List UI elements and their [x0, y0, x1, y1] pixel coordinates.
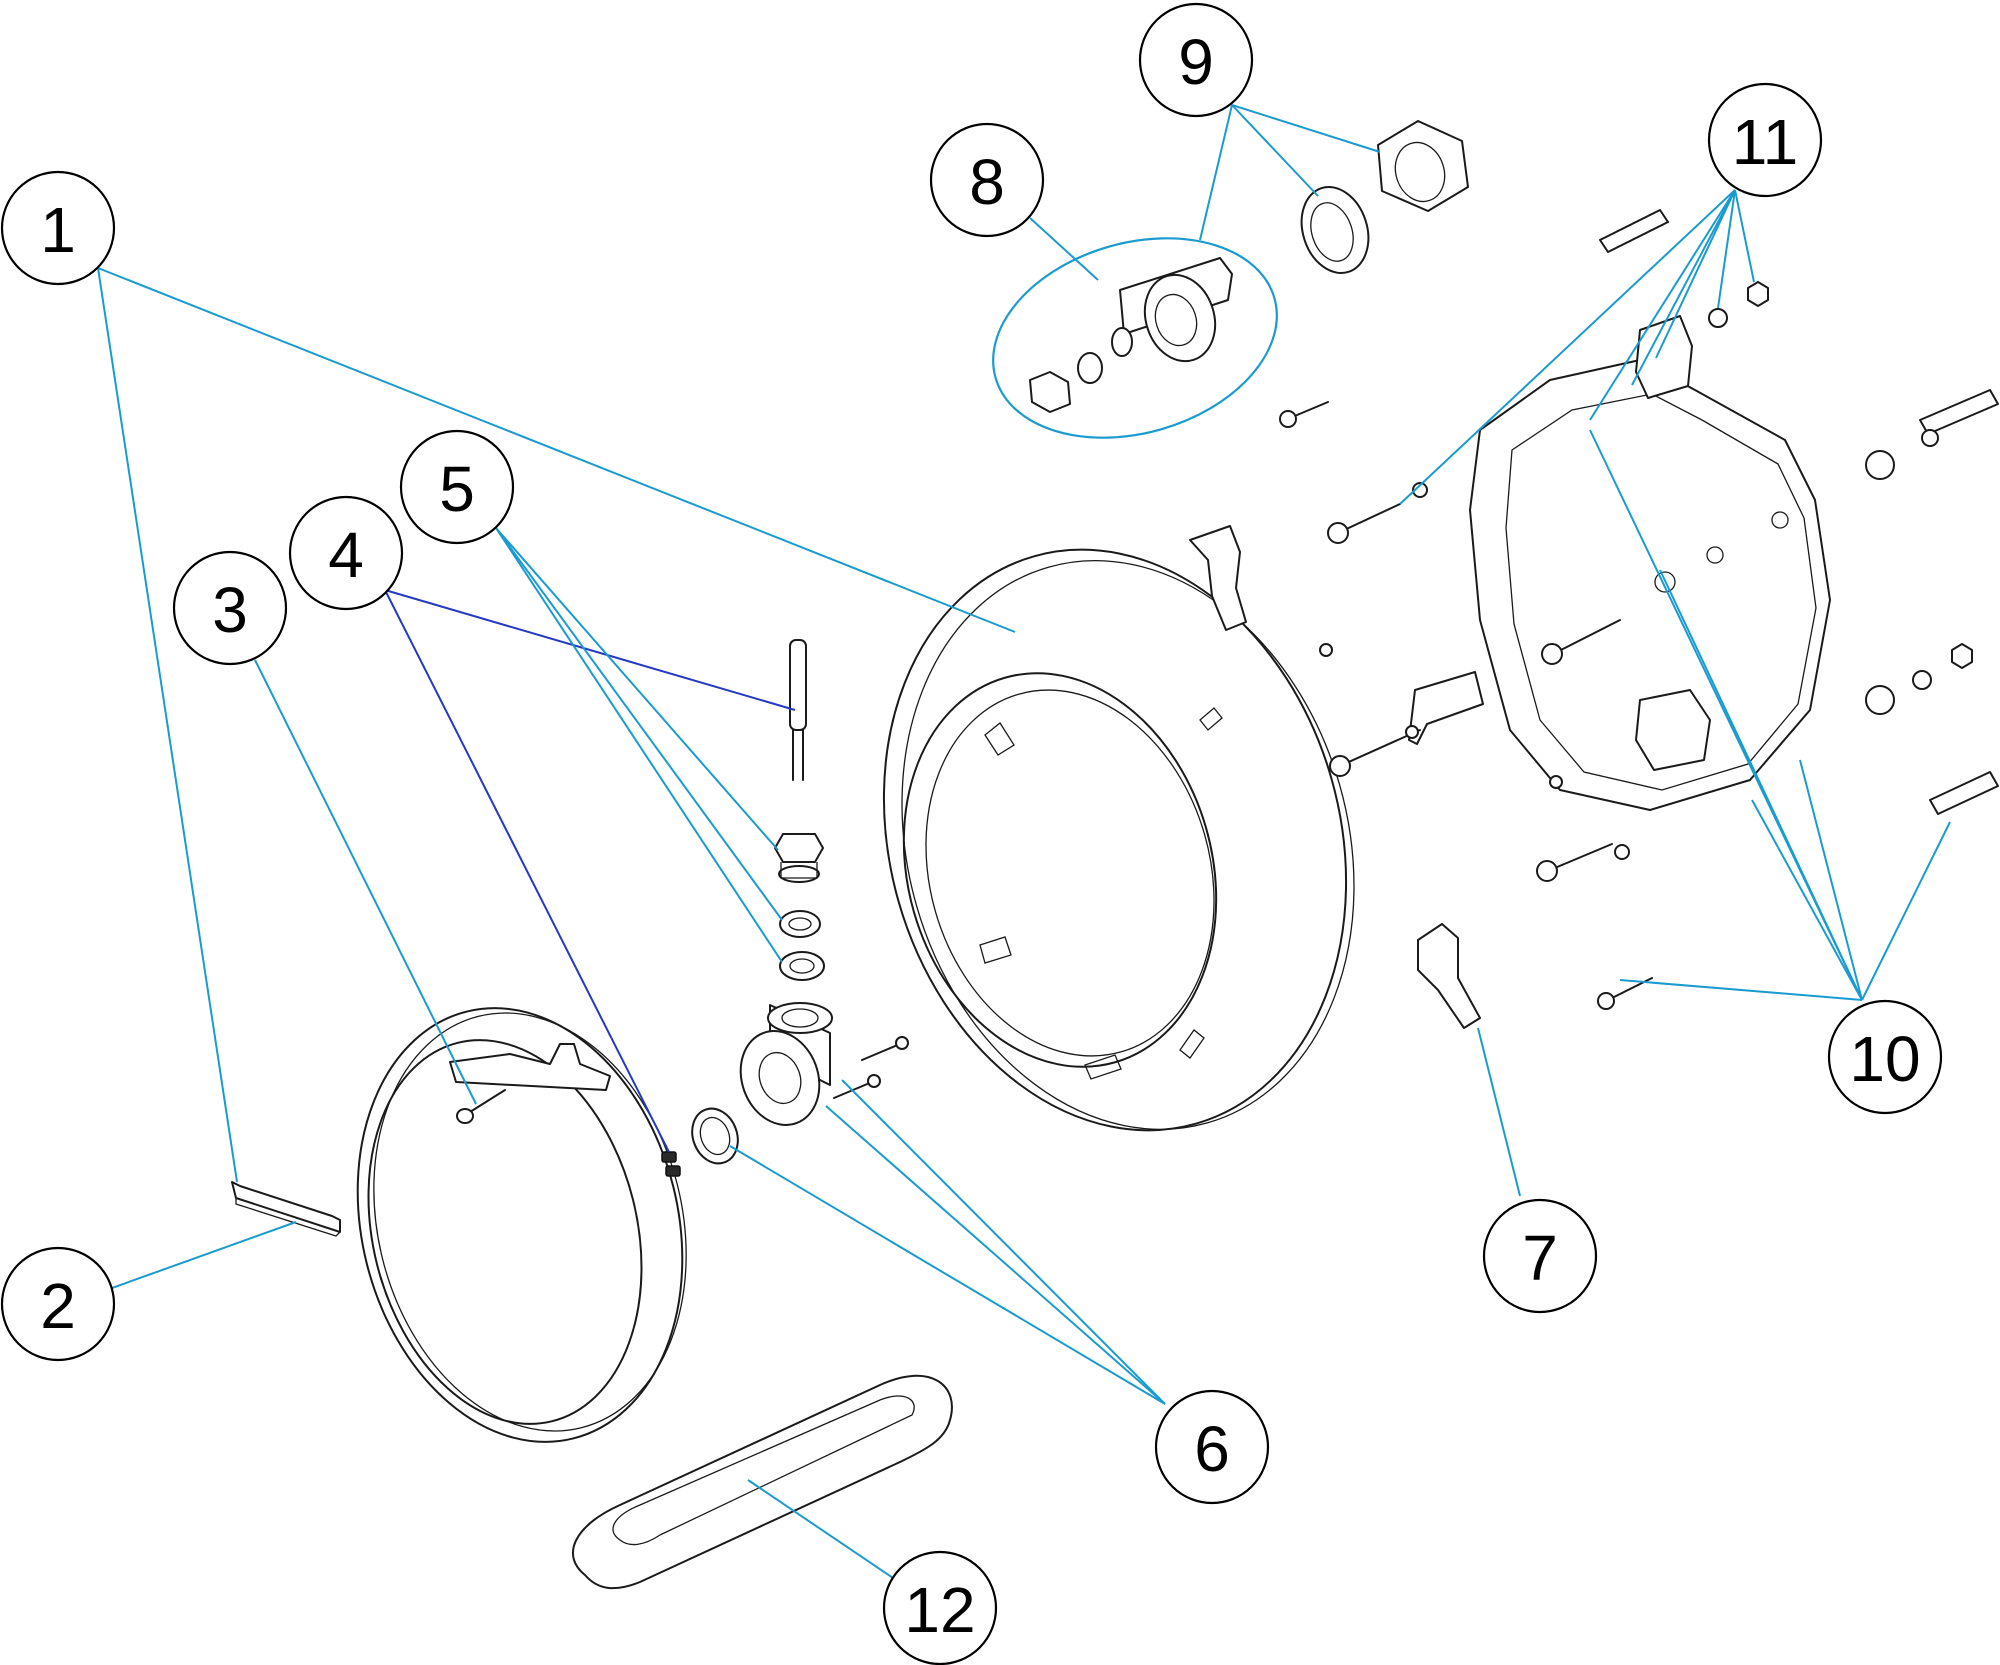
- clip-part: [231, 1181, 341, 1237]
- callout-1: 1: [0, 170, 116, 286]
- elbow-fitting: [691, 1002, 833, 1165]
- callout-12-label: 12: [904, 1574, 975, 1646]
- frame-screws: [1279, 401, 1653, 1010]
- wall-plugs: [1599, 209, 1999, 815]
- flat-washer: [1300, 186, 1370, 274]
- bottom-clip: [1417, 923, 1481, 1029]
- callout-10: 10: [1827, 999, 1943, 1115]
- callout-11: 11: [1707, 82, 1823, 198]
- callout-6: 6: [1154, 1389, 1270, 1505]
- callout-1-label: 1: [40, 194, 76, 266]
- callout-9: 9: [1138, 2, 1254, 118]
- callout-12: 12: [882, 1550, 998, 1665]
- callout-10-label: 10: [1849, 1023, 1920, 1095]
- callout-7: 7: [1482, 1198, 1598, 1314]
- lens-ring: [356, 1007, 687, 1443]
- callout-9-label: 9: [1178, 26, 1214, 98]
- gland-washer-2: [779, 951, 825, 981]
- middle-clip: [1408, 671, 1484, 745]
- top-clip: [1189, 525, 1247, 631]
- callout-8-label: 8: [969, 146, 1005, 218]
- callout-2: 2: [0, 1246, 116, 1362]
- callout-6-label: 6: [1194, 1413, 1230, 1485]
- gland-washer-1: [779, 910, 821, 938]
- callout-3-label: 3: [212, 574, 248, 646]
- callout-4: 4: [288, 495, 404, 611]
- callout-11-label: 11: [1732, 106, 1798, 178]
- wall-fitting-group: [1029, 257, 1233, 413]
- elbow-screws: [833, 1036, 909, 1099]
- gland-pin: [789, 639, 807, 781]
- lens-screw: [456, 1089, 506, 1124]
- callout-2-label: 2: [40, 1270, 76, 1342]
- gland-nut: [774, 833, 824, 883]
- washers-nuts: [1319, 281, 1973, 860]
- callout-8: 8: [929, 122, 1045, 238]
- mounting-frame: [1469, 315, 1831, 811]
- wedge-cover: [572, 1374, 953, 1590]
- callout-4-label: 4: [328, 519, 364, 591]
- front-ring: [882, 548, 1355, 1132]
- hex-nut: [1377, 120, 1469, 212]
- callout-3: 3: [172, 550, 288, 666]
- callout-7-label: 7: [1522, 1222, 1558, 1294]
- leader-lines: [97, 104, 1951, 1579]
- callout-5: 5: [399, 429, 515, 545]
- callout-5-label: 5: [439, 453, 475, 525]
